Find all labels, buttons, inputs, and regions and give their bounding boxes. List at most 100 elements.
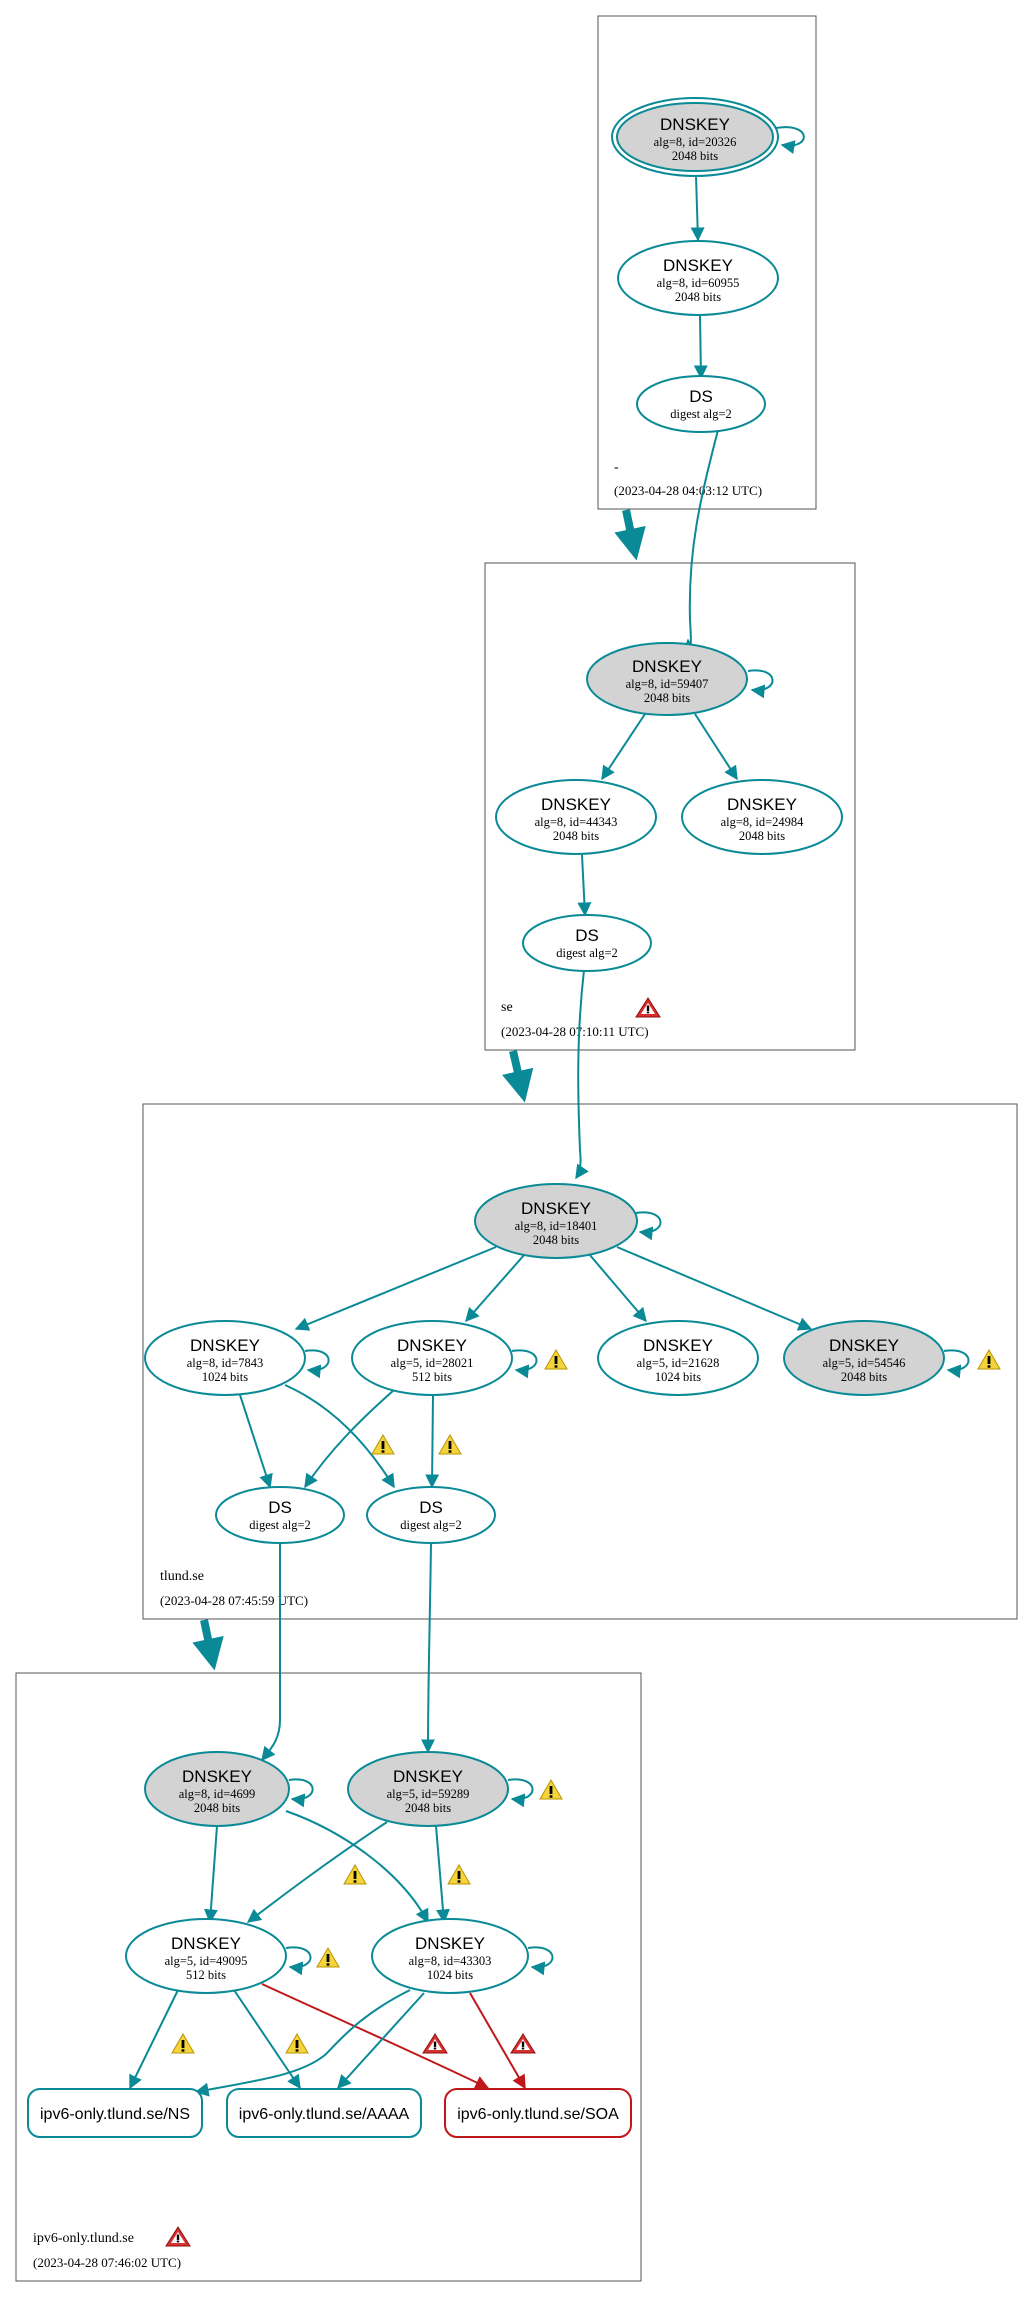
node-title: DNSKEY: [415, 1934, 485, 1953]
node-key-size: 2048 bits: [675, 290, 721, 304]
edge-error-icon: [510, 2033, 536, 2054]
warning-icon: [316, 1947, 340, 1968]
self-loop-i-59289: [507, 1778, 534, 1808]
rrset-box: [444, 2088, 632, 2138]
node-title: DS: [575, 926, 599, 945]
node-detail: alg=5, id=28021: [391, 1356, 474, 1370]
node-title: DNSKEY: [660, 115, 730, 134]
edge-warning-icon: [438, 1434, 462, 1455]
node-title: DNSKEY: [182, 1767, 252, 1786]
edge-t-ksk-7843: [294, 1246, 497, 1331]
node-shape: [366, 1486, 496, 1544]
node-shape: [371, 1918, 529, 1994]
zone-se: se (2023-04-28 07:10:11 UTC): [484, 562, 856, 1051]
zone-timestamp: (2023-04-28 04:03:12 UTC): [614, 483, 762, 498]
zone-name: se: [501, 1000, 513, 1015]
node-title: DNSKEY: [397, 1336, 467, 1355]
node-detail: alg=5, id=49095: [165, 1954, 248, 1968]
rrset-label: ipv6-only.tlund.se/AAAA: [239, 2106, 410, 2123]
zone-error-icon: [165, 2226, 191, 2247]
self-loop-i-43303: [527, 1946, 554, 1976]
node-shape: [597, 1320, 759, 1396]
node-shape: [617, 240, 779, 316]
zone-tlund: tlund.se (2023-04-28 07:45:59 UTC): [142, 1103, 1018, 1620]
self-loops: [285, 126, 970, 1976]
zone-timestamp: (2023-04-28 07:45:59 UTC): [160, 1593, 308, 1608]
node-title: DNSKEY: [521, 1199, 591, 1218]
node-shape: [215, 1486, 345, 1544]
node-detail: alg=8, id=59407: [626, 677, 709, 691]
zone-timestamp: (2023-04-28 07:10:11 UTC): [501, 1024, 649, 1039]
rrset-node[interactable]: ipv6-only.tlund.se/AAAA: [226, 2088, 422, 2138]
zone-name: -: [614, 460, 619, 475]
node-title: DNSKEY: [643, 1336, 713, 1355]
node-title: DNSKEY: [727, 795, 797, 814]
node-title: DNSKEY: [393, 1767, 463, 1786]
delegation-arrow-root-se: [614, 509, 646, 561]
zone-root: - (2023-04-28 04:03:12 UTC): [597, 15, 817, 510]
rrset-layer: ipv6-only.tlund.se/NS ipv6-only.tlund.se/…: [27, 2088, 632, 2138]
node-key-size: 2048 bits: [841, 1370, 887, 1384]
node-title: DNSKEY: [171, 1934, 241, 1953]
node-key-size: 2048 bits: [405, 1801, 451, 1815]
zone-timestamp: (2023-04-28 07:46:02 UTC): [33, 2255, 181, 2270]
self-loop-t-28021: [511, 1349, 538, 1379]
node-detail: alg=8, id=44343: [535, 815, 618, 829]
edge-t-ksk-28021: [465, 1253, 526, 1323]
node-shape: [144, 1751, 290, 1827]
edge-i-59289-43303: [435, 1825, 450, 1924]
node-title: DS: [689, 387, 713, 406]
node-title: DNSKEY: [190, 1336, 260, 1355]
delegation-arrow-tlund-ipv6: [192, 1619, 224, 1671]
edge-t-ksk-54546: [616, 1246, 813, 1331]
node-detail: alg=8, id=4699: [179, 1787, 256, 1801]
self-loop-i-49095: [285, 1946, 312, 1976]
edge-warning-icon: [447, 1864, 471, 1885]
rrset-box: [226, 2088, 422, 2138]
edge-se-ds-tlund-ksk: [575, 969, 589, 1180]
edge-root-ksk-zsk: [690, 175, 705, 242]
node-shape: [474, 1183, 638, 1259]
edge-t-ksk-21628: [588, 1253, 647, 1323]
rrset-node[interactable]: ipv6-only.tlund.se/SOA: [444, 2088, 632, 2138]
edge-error-icon: [422, 2033, 448, 2054]
edge-i-49095-soa-error: [261, 1983, 490, 2089]
node-title: DNSKEY: [541, 795, 611, 814]
node-detail: alg=8, id=43303: [409, 1954, 492, 1968]
node-detail: alg=8, id=60955: [657, 276, 740, 290]
edges: [129, 175, 813, 2097]
node-key-size: 1024 bits: [655, 1370, 701, 1384]
zone-border: [484, 562, 856, 1051]
edge-se-ksk-zsk1: [601, 713, 646, 781]
rrset-node[interactable]: ipv6-only.tlund.se/NS: [27, 2088, 203, 2138]
edge-t-7843-ds2: [284, 1384, 395, 1489]
node-detail: alg=8, id=18401: [515, 1219, 598, 1233]
edge-root-ds-se-ksk: [682, 429, 719, 654]
node-key-size: 1024 bits: [427, 1968, 473, 1982]
self-loop-i-4699: [288, 1778, 314, 1808]
node-detail: alg=5, id=54546: [823, 1356, 906, 1370]
node-detail: digest alg=2: [400, 1518, 462, 1532]
node-shape: [144, 1320, 306, 1396]
rrset-label: ipv6-only.tlund.se/NS: [40, 2106, 190, 2123]
node-detail: alg=5, id=59289: [387, 1787, 470, 1801]
